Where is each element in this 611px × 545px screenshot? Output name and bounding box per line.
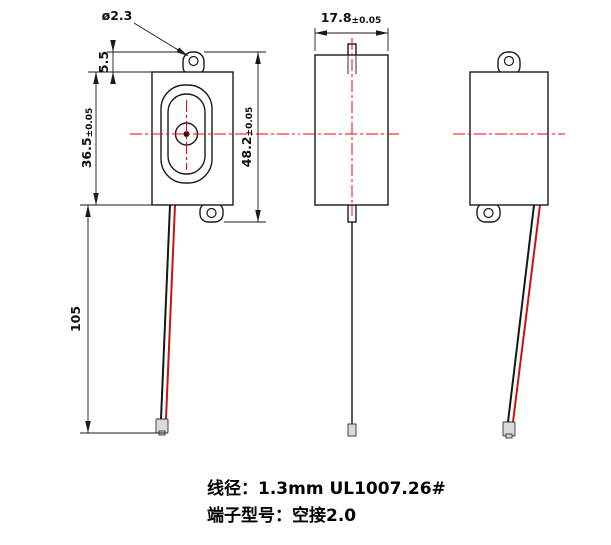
dim-overall-height-tolerance: ±0.05 xyxy=(245,107,255,137)
notes: 线径：1.3mm UL1007.26# 端子型号：空接2.0 xyxy=(207,478,446,526)
back-wire-terminal-tip xyxy=(505,433,513,439)
side-wire-terminal xyxy=(347,423,357,437)
centerlines xyxy=(130,38,565,216)
dim-body-height-label: 36.5±0.05 xyxy=(79,108,95,169)
dim-body-width-tolerance: ±0.05 xyxy=(352,16,382,26)
note-terminal-type: 端子型号：空接2.0 xyxy=(207,505,356,526)
front-view xyxy=(151,51,234,436)
hole-diameter-leader xyxy=(133,22,189,57)
dim-body-height-value: 36.5 xyxy=(79,137,94,168)
back-top-tab-hole xyxy=(503,55,515,67)
back-view xyxy=(469,51,549,439)
front-wire-black xyxy=(160,204,171,420)
front-bottom-lug-hole xyxy=(206,207,217,219)
dim-body-height-tolerance: ±0.05 xyxy=(85,108,95,138)
back-wire-black xyxy=(507,204,535,423)
dimensions: ø2.3 17.8±0.05 5.5 36.5±0.05 48.2±0.05 1… xyxy=(68,8,389,434)
speaker-center-dot xyxy=(183,131,190,137)
dim-overall-height-value: 48.2 xyxy=(239,136,254,167)
front-wire-red xyxy=(165,204,176,420)
back-wire-red xyxy=(512,204,541,423)
note-wire-spec: 线径：1.3mm UL1007.26# xyxy=(207,478,446,499)
dim-overall-height-label: 48.2±0.05 xyxy=(239,107,255,168)
front-body-outline xyxy=(151,71,234,206)
dim-tab-offset-label: 5.5 xyxy=(96,51,111,73)
dim-hole-diameter-label: ø2.3 xyxy=(102,8,133,23)
dim-body-width-value: 17.8 xyxy=(321,10,352,25)
front-top-tab-hole xyxy=(188,55,199,67)
dim-wire-length-label: 105 xyxy=(68,306,83,332)
dim-body-width-label: 17.8±0.05 xyxy=(321,10,382,26)
back-body-outline xyxy=(469,71,549,206)
back-bottom-lug-hole xyxy=(483,207,494,219)
